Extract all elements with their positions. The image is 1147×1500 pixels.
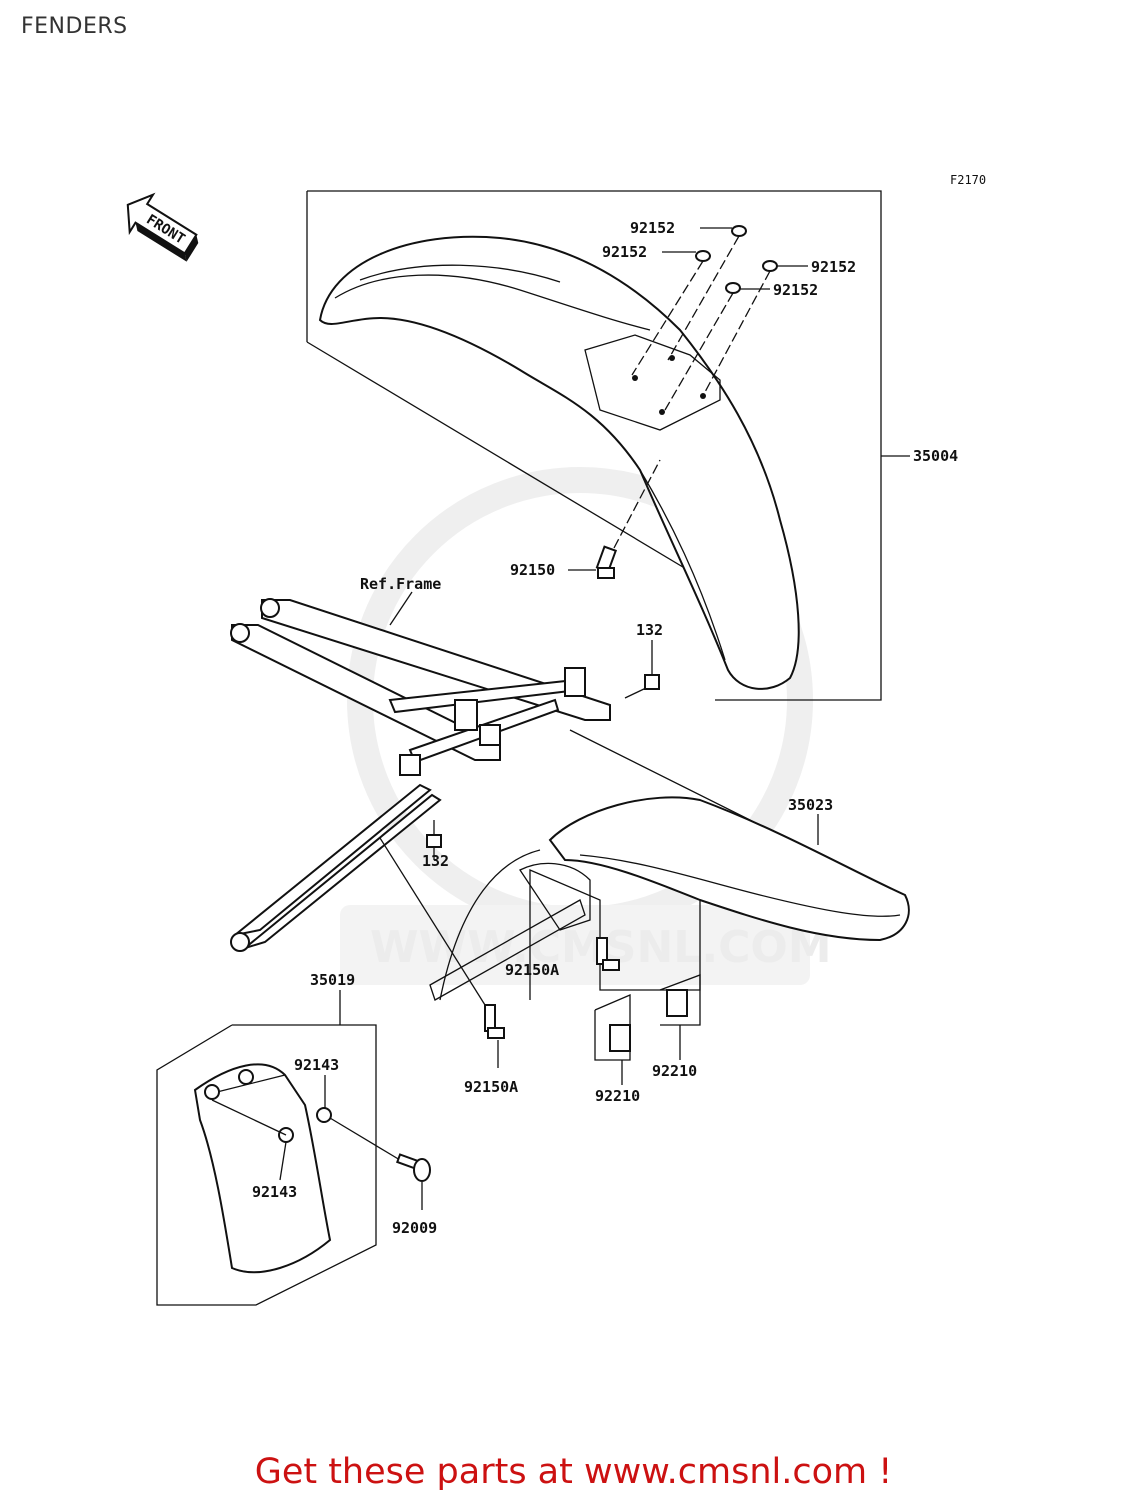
label-92150: 92150 xyxy=(510,561,555,579)
label-92210-a: 92210 xyxy=(595,1087,640,1105)
front-fender xyxy=(318,235,800,690)
screw-92009 xyxy=(396,1153,431,1210)
label-92143-a: 92143 xyxy=(294,1056,339,1074)
label-92143-b: 92143 xyxy=(252,1183,297,1201)
label-35004: 35004 xyxy=(913,447,958,465)
bolt-92150 xyxy=(595,459,661,579)
label-132-a: 132 xyxy=(636,621,663,639)
mud-flap xyxy=(193,1063,401,1274)
label-92152-d: 92152 xyxy=(773,281,818,299)
nut-92210-parts xyxy=(594,974,701,1085)
figure-code: F2170 xyxy=(950,173,986,187)
rear-fender xyxy=(429,729,910,1001)
mud-flap-group-box xyxy=(156,1024,377,1306)
label-92210-b: 92210 xyxy=(652,1062,697,1080)
label-92152-b: 92152 xyxy=(602,243,647,261)
label-132-b: 132 xyxy=(422,852,449,870)
cta-link[interactable]: Get these parts at www.cmsnl.com ! xyxy=(254,1452,893,1492)
label-ref-frame: Ref.Frame xyxy=(360,575,441,593)
label-92152-a: 92152 xyxy=(630,219,675,237)
front-fender-group-box xyxy=(307,190,882,701)
washer-92152-parts xyxy=(631,225,808,411)
front-arrow-icon: FRONT xyxy=(126,192,199,262)
rear-frame xyxy=(230,598,611,952)
parts-diagram: WWW.CMSNL.COM F2170 FRONT xyxy=(126,173,986,1306)
bolt-92150A-parts xyxy=(379,837,620,1068)
page-title: FENDERS xyxy=(21,14,128,39)
label-92150A-a: 92150A xyxy=(505,961,559,979)
label-35023: 35023 xyxy=(788,796,833,814)
label-92152-c: 92152 xyxy=(811,258,856,276)
label-92150A-b: 92150A xyxy=(464,1078,518,1096)
label-92009: 92009 xyxy=(392,1219,437,1237)
bolt-132-parts xyxy=(426,640,660,860)
label-35019: 35019 xyxy=(310,971,355,989)
